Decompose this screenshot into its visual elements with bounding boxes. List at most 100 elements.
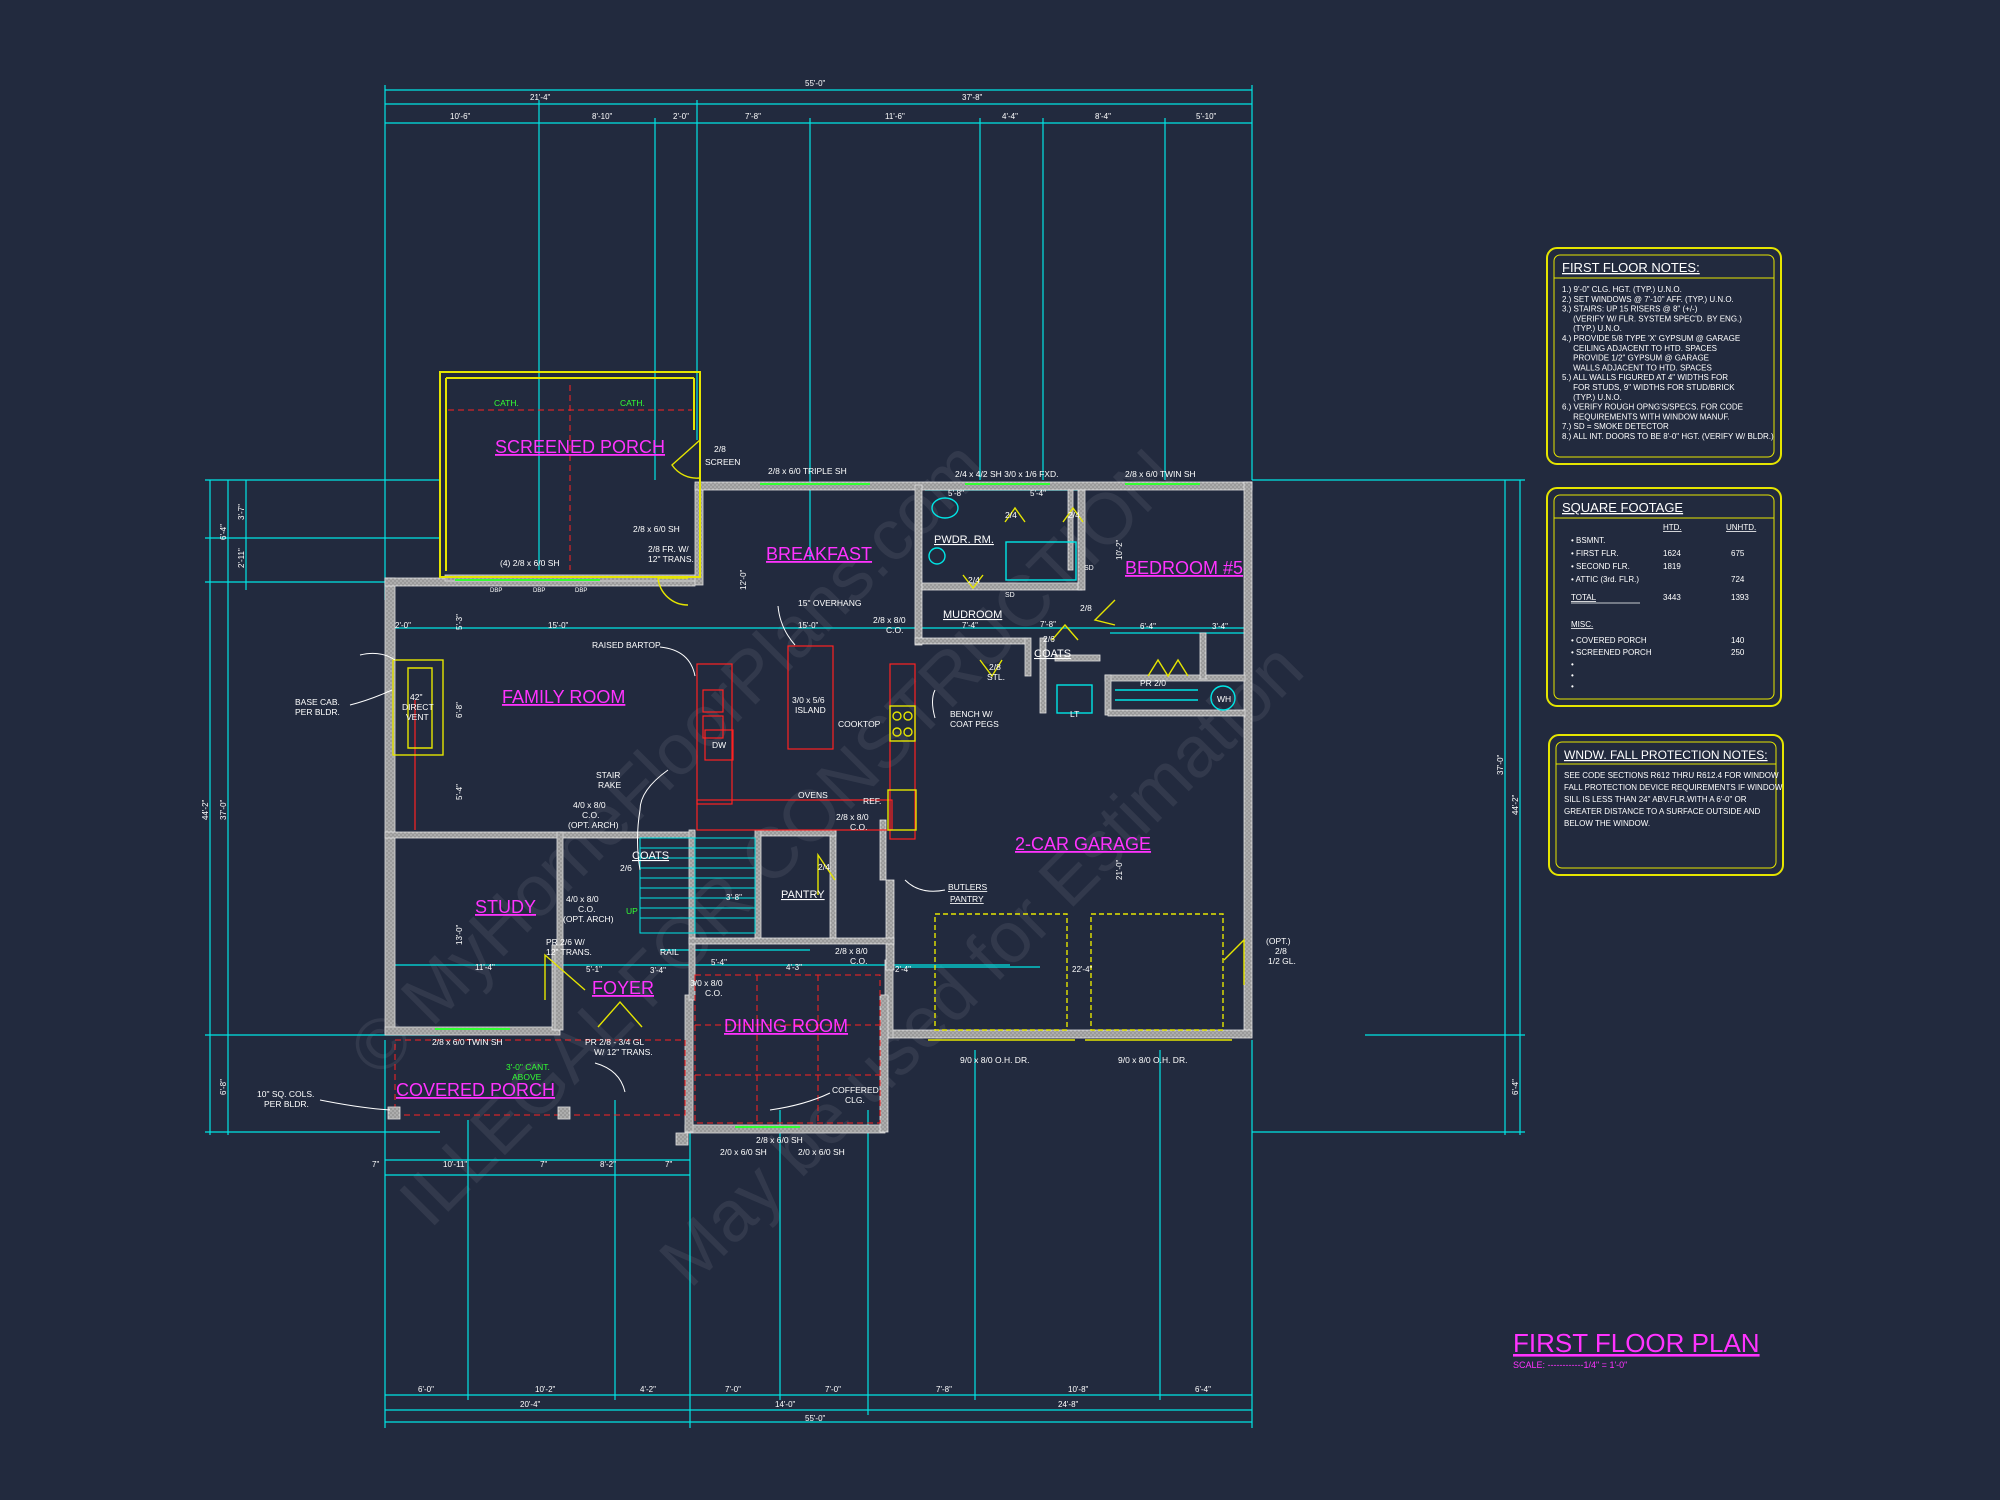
sqft-row-label: • BSMNT. [1571,536,1605,545]
dim-top: 7'-8" [745,112,761,121]
notes-line: (VERIFY W/ FLR. SYSTEM SPEC'D. BY ENG.) [1562,314,1742,323]
dim-interior: 3'-4" [650,966,666,975]
vent-label: DIRECT [402,702,434,712]
co-label: C.O. [886,625,903,635]
wh-label: WH [1217,694,1231,704]
french-door-label: 12" TRANS. [648,554,694,564]
door-size-label: 2/8 [989,662,1001,672]
window-note-line: GREATER DISTANCE TO A SURFACE OUTSIDE AN… [1564,807,1761,816]
window-note-line: SEE CODE SECTIONS R612 THRU R612.4 FOR W… [1564,771,1779,780]
dim-bottom: 10'-2" [535,1385,556,1394]
title-block: FIRST FLOOR PLAN SCALE: ------------1/4"… [1513,1328,1760,1370]
dim-top: 4'-4" [1002,112,1018,121]
dim-interior: 11'-4" [475,963,495,972]
french-door-study-label: PR 2/6 W/ [546,937,585,947]
plan-scale: SCALE: ------------1/4" = 1'-0" [1513,1360,1627,1370]
sqft-total-htd: 3443 [1663,593,1681,602]
doors [544,439,1245,1028]
sqft-row-label: • SECOND FLR. [1571,562,1630,571]
co-label: 2/8 x 8/0 [873,615,906,625]
dim-top: 55'-0" [805,79,826,88]
dim-porch: 10'-11" [443,1160,467,1169]
opt-door-label: 2/8 [1275,946,1287,956]
dim-interior: 5'-3" [455,614,464,630]
cooktop-label: COOKTOP [838,719,881,729]
sqft-row-htd: 1624 [1663,549,1681,558]
opt-door-label: 1/2 GL. [1268,956,1296,966]
room-coats-foyer: COATS [632,850,669,862]
island-label: 3/0 x 5/6 [792,695,825,705]
window-note-line: SILL IS LESS THAN 24" ABV.FLR.WITH A 6'-… [1564,795,1747,804]
dim-interior: 6'-8" [455,702,464,718]
dim-porch: 8'-2" [600,1160,616,1169]
door-size-label: 2/4 [1005,510,1017,520]
notes-line: 2.) SET WINDOWS @ 7'-10" AFF. (TYP.) U.N… [1562,295,1734,304]
dim-porch: 7" [540,1160,547,1169]
island-label: ISLAND [795,705,826,715]
room-breakfast: BREAKFAST [766,544,872,564]
sqft-total-label: TOTAL [1571,593,1597,602]
base-cab-label: PER BLDR. [295,707,340,717]
bath-fixtures [928,497,1236,714]
plan-title: FIRST FLOOR PLAN [1513,1328,1760,1358]
notes-line: PROVIDE 1/2" GYPSUM @ GARAGE [1562,354,1709,363]
screen-door-label: SCREEN [705,457,740,467]
dim-interior: 15'-0" [548,621,569,630]
kitchen-cabinets [414,645,916,840]
overhang-label: 15" OVERHANG [798,598,861,608]
sqft-row-label: • ATTIC (3rd. FLR.) [1571,575,1639,584]
room-coats-mud: COATS [1034,648,1071,660]
dim-interior: 15'-0" [798,621,819,630]
dim-interior: 3'-8" [726,893,742,902]
sqft-bullet: • [1571,682,1574,691]
raised-bartop-label: RAISED BARTOP [592,640,661,650]
door-size-label: 2/8 [1080,603,1092,613]
sqft-row-htd: 1819 [1663,562,1681,571]
covered-porch [394,1039,686,1116]
dim-interior: 5'-8" [948,489,964,498]
notes-line: 1.) 9'-0" CLG. HGT. (TYP.) U.N.O. [1562,285,1682,294]
garage-door-label: 9/0 x 8/0 O.H. DR. [960,1055,1029,1065]
notes-line: CEILING ADJACENT TO HTD. SPACES [1562,344,1717,353]
room-study: STUDY [475,897,536,917]
dim-porch: 7" [665,1160,672,1169]
sqft-panel: SQUARE FOOTAGE HTD. UNHTD. • BSMNT.• FIR… [1546,487,1782,707]
notes-line: 7.) SD = SMOKE DETECTOR [1562,422,1669,431]
sqft-col-htd: HTD. [1663,523,1682,532]
french-door-study-label: 12" TRANS. [546,947,592,957]
dim-left: 3'-7" [237,504,246,520]
columns-label: 10" SQ. COLS. [257,1089,314,1099]
dim-top: 10'-6" [450,112,471,121]
dim-interior: 3'-4" [1212,622,1228,631]
room-foyer: FOYER [592,978,654,998]
dim-interior: 2'-4" [895,965,911,974]
room-family: FAMILY ROOM [502,687,625,707]
co-arch-label: (OPT. ARCH) [563,914,614,924]
annotations: CATH. CATH. 2/8 SCREEN 2/8 x 6/0 TRIPLE … [257,398,1296,1157]
notes-line: 4.) PROVIDE 5/8 TYPE 'X' GYPSUM @ GARAGE [1562,334,1740,343]
room-mudroom: MUDROOM [943,609,1002,621]
sqft-bullet: • [1571,671,1574,680]
room-garage: 2-CAR GARAGE [1015,834,1151,854]
dw-label: DW [712,740,726,750]
notes-title: FIRST FLOOR NOTES: [1562,260,1700,275]
dim-left: 2'-11" [237,548,246,568]
dim-top: 2'-0" [673,112,689,121]
dim-interior: 5'-4" [711,958,727,967]
dim-bottom: 20'-4" [520,1400,541,1409]
door-size-label: 2/6 [1043,634,1055,644]
room-bedroom5: BEDROOM #5 [1125,558,1243,578]
dim-left: 6'-4" [219,524,228,540]
room-covered-porch: COVERED PORCH [396,1080,555,1100]
leader-lines [319,605,946,1111]
up-label: UP [626,906,638,916]
windows [435,483,1200,1128]
notes-line: WALLS ADJACENT TO HTD. SPACES [1562,363,1712,372]
base-cab-label: BASE CAB. [295,697,340,707]
sqft-row-unhtd: 724 [1731,575,1745,584]
door-size-label: 2/4 [818,862,830,872]
dim-bottom: 7'-8" [936,1385,952,1394]
sqft-title: SQUARE FOOTAGE [1562,500,1683,515]
dim-top: 5'-10" [1196,112,1217,121]
